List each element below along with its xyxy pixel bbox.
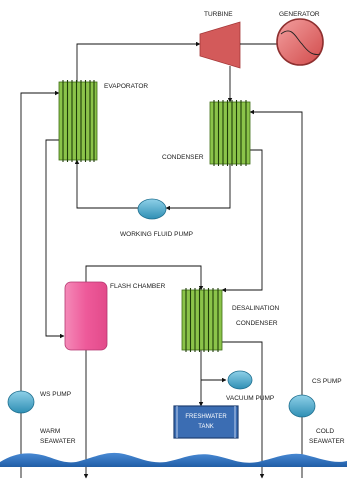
pipe-evaporator-to-turbine (76, 41, 201, 82)
turbine-label: TURBINE (204, 11, 233, 18)
evaporator-label: EVAPORATOR (104, 83, 148, 90)
desalination-condenser-body (181, 289, 223, 351)
condenser-body (209, 101, 251, 165)
flash-chamber: FLASH CHAMBER (64, 281, 166, 351)
desalination-condenser-label: CONDENSER (236, 320, 278, 327)
evaporator-body (58, 81, 98, 161)
ws-pump-icon (7, 390, 35, 414)
freshwater-tank-label-1: FRESHWATER (185, 414, 227, 420)
cs-pump: CS PUMP (288, 378, 342, 418)
cold-label: COLD (316, 428, 334, 435)
condenser: CONDENSER (162, 100, 251, 166)
flash-chamber-label: FLASH CHAMBER (110, 283, 166, 290)
ws-pump-label: WS PUMP (40, 391, 71, 398)
generator-coil-icon (280, 30, 321, 55)
turbine-body (199, 21, 241, 69)
pipe-condenser-to-desal (221, 149, 263, 293)
condenser-tubes (213, 100, 247, 166)
desalination-condenser: DESALINATION CONDENSER (181, 288, 280, 352)
working-fluid-pump: WORKING FLUID PUMP (120, 198, 193, 238)
generator-label: GENERATOR (279, 11, 320, 18)
vacuum-pump-icon (227, 370, 253, 390)
freshwater-tank-label-2: TANK (198, 424, 214, 430)
ws-pump: WS PUMP (7, 390, 71, 414)
cs-pump-label: CS PUMP (312, 378, 342, 385)
vacuum-pump: VACUUM PUMP (226, 370, 274, 402)
pipe-flash-to-desal-condenser (85, 265, 204, 291)
cs-pump-icon (288, 394, 316, 418)
generator: GENERATOR (276, 11, 324, 66)
pipe-warm-sea-to-evaporator (20, 90, 60, 392)
sea-surface (0, 452, 347, 467)
working-fluid-pump-label: WORKING FLUID PUMP (120, 231, 193, 238)
evaporator: EVAPORATOR (58, 80, 148, 162)
turbine: TURBINE (199, 11, 241, 69)
cold-seawater-label: SEAWATER (309, 438, 345, 445)
working-fluid-pump-icon (137, 198, 167, 220)
pipe-condenser-to-pump (165, 163, 231, 211)
vacuum-pump-label: VACUUM PUMP (226, 395, 274, 402)
freshwater-tank: FRESHWATER TANK (173, 405, 239, 439)
pipe-desal-cold-outlet (222, 341, 265, 479)
pipe-pump-to-evaporator (74, 159, 138, 209)
pipe-cold-sea-to-condenser (249, 109, 303, 396)
warm-label: WARM (40, 428, 60, 435)
pipe-evaporator-to-flash (45, 139, 65, 339)
warm-seawater-label: SEAWATER (40, 438, 76, 445)
desalination-condenser-tubes (185, 288, 219, 352)
flash-chamber-body (64, 281, 108, 351)
condenser-label: CONDENSER (162, 154, 204, 161)
freshwater-tank-body (173, 405, 239, 439)
evaporator-tubes (62, 80, 95, 162)
desalination-label: DESALINATION (232, 305, 280, 312)
